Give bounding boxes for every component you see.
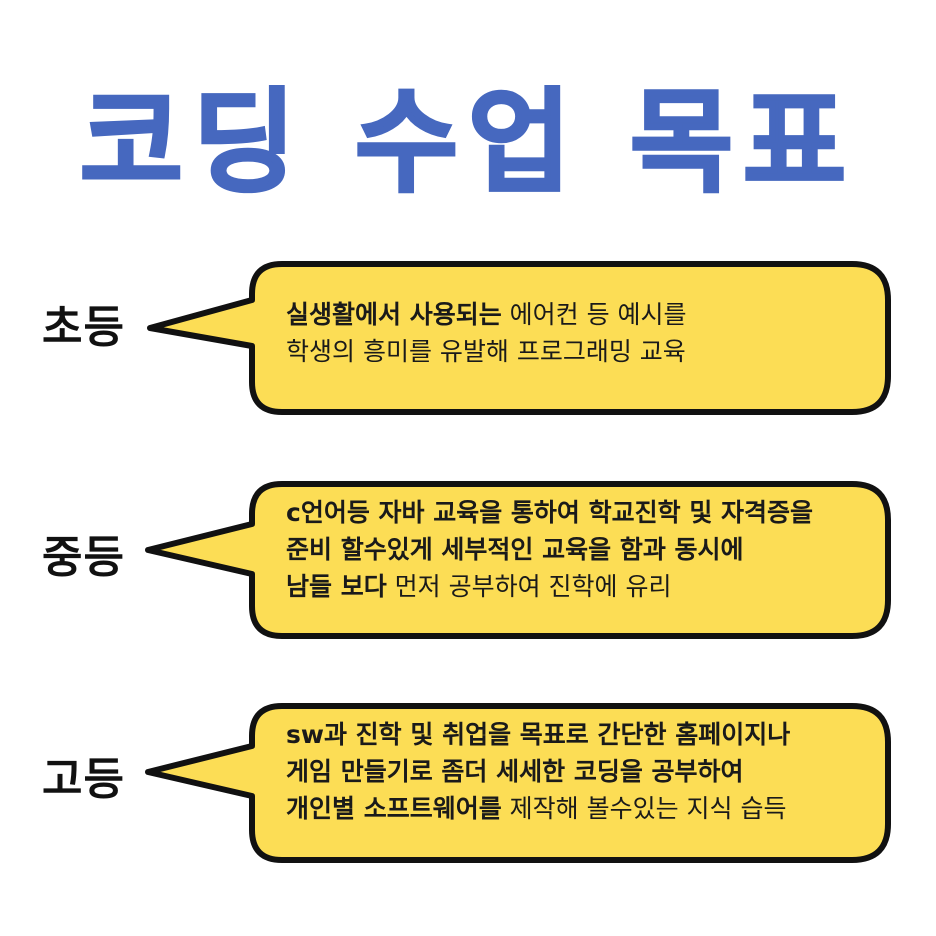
- bubble-line: 준비 할수있게 세부적인 교육을 함과 동시에: [286, 535, 744, 564]
- level-label-elementary: 초등: [42, 302, 125, 353]
- speech-bubble-elementary: [147, 261, 891, 415]
- bubble-line: 남들 보다 먼저 공부하여 진학에 유리: [286, 572, 672, 601]
- bubble-line: c언어등 자바 교육을 통하여 학교진학 및 자격증을: [286, 498, 814, 527]
- page-title: 코딩 수업 목표: [78, 78, 857, 208]
- level-label-high: 고등: [42, 754, 125, 805]
- bubble-line: 실생활에서 사용되는 에어컨 등 예시를: [286, 300, 687, 329]
- bubble-line: 개인별 소프트웨어를 제작해 볼수있는 지식 습득: [286, 794, 787, 823]
- bubble-line: 게임 만들기로 좀더 세세한 코딩을 공부하여: [286, 757, 744, 786]
- speech-bubble-high: [145, 703, 891, 863]
- speech-bubble-middle: [145, 481, 891, 639]
- bubble-text-elementary: 실생활에서 사용되는 에어컨 등 예시를 학생의 흥미를 유발해 프로그래밍 교…: [286, 296, 886, 370]
- bubble-line: 학생의 흥미를 유발해 프로그래밍 교육: [286, 337, 686, 366]
- bubble-text-high: sw과 진학 및 취업을 목표로 간단한 홈페이지나 게임 만들기로 좀더 세세…: [286, 716, 886, 827]
- bubble-text-middle: c언어등 자바 교육을 통하여 학교진학 및 자격증을 준비 할수있게 세부적인…: [286, 494, 886, 605]
- bubble-line: sw과 진학 및 취업을 목표로 간단한 홈페이지나: [286, 720, 791, 749]
- level-label-middle: 중등: [42, 532, 125, 583]
